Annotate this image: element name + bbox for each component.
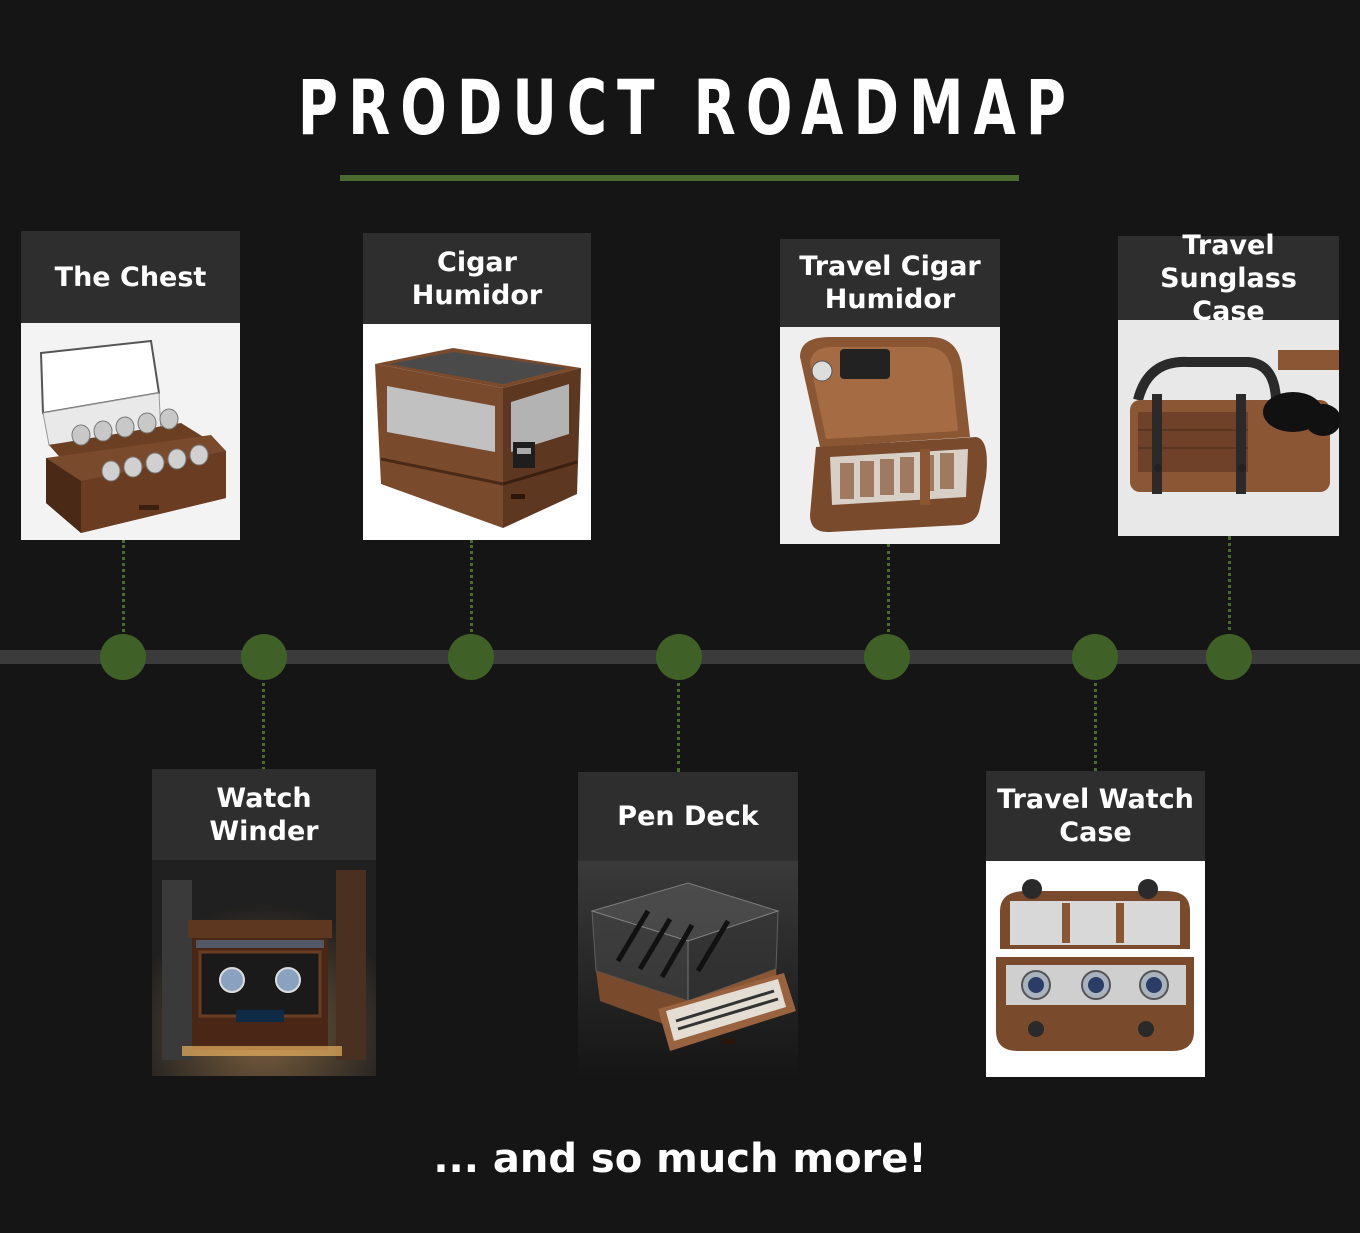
product-card-the-chest: The Chest — [21, 231, 240, 540]
travel-watch-case-icon — [986, 861, 1205, 1077]
title-underline — [340, 175, 1019, 181]
timeline-node-cigar-humidor — [448, 634, 494, 680]
footer-tagline: ... and so much more! — [433, 1136, 927, 1182]
product-title: The Chest — [21, 231, 240, 323]
product-card-travel-watch-case: Travel Watch Case — [986, 771, 1205, 1077]
pen-deck-icon — [578, 861, 798, 1078]
connector-the-chest — [122, 540, 125, 638]
product-title: Cigar Humidor — [363, 233, 591, 324]
connector-pen-deck — [677, 676, 680, 772]
product-title: Travel Cigar Humidor — [780, 239, 1000, 327]
timeline-node-travel-watch-case — [1072, 634, 1118, 680]
timeline-node-the-chest — [100, 634, 146, 680]
connector-travel-sunglass-case — [1228, 536, 1231, 638]
coin-chest-icon — [21, 323, 240, 540]
timeline-node-pen-deck — [656, 634, 702, 680]
timeline-node-travel-sunglass-case — [1206, 634, 1252, 680]
connector-cigar-humidor — [470, 540, 473, 638]
timeline-node-watch-winder — [241, 634, 287, 680]
timeline-node-travel-cigar-humidor — [864, 634, 910, 680]
product-title: Pen Deck — [578, 772, 798, 861]
product-card-travel-sunglass-case: Travel Sunglass Case — [1118, 230, 1339, 536]
connector-watch-winder — [262, 676, 265, 770]
product-title: Travel Watch Case — [986, 771, 1205, 861]
connector-travel-cigar-humidor — [887, 544, 890, 638]
travel-cigar-case-icon — [780, 327, 1000, 544]
product-title: Watch Winder — [152, 769, 376, 860]
product-card-watch-winder: Watch Winder — [152, 769, 376, 1076]
watch-winder-icon — [152, 860, 376, 1076]
cigar-humidor-icon — [363, 324, 591, 540]
connector-travel-watch-case — [1094, 676, 1097, 772]
product-card-travel-cigar-humidor: Travel Cigar Humidor — [780, 239, 1000, 544]
product-card-cigar-humidor: Cigar Humidor — [363, 233, 591, 540]
product-title: Travel Sunglass Case — [1118, 230, 1339, 327]
page-title: PRODUCT ROADMAP — [297, 63, 1077, 152]
product-card-pen-deck: Pen Deck — [578, 772, 798, 1078]
sunglass-case-icon — [1118, 320, 1339, 536]
